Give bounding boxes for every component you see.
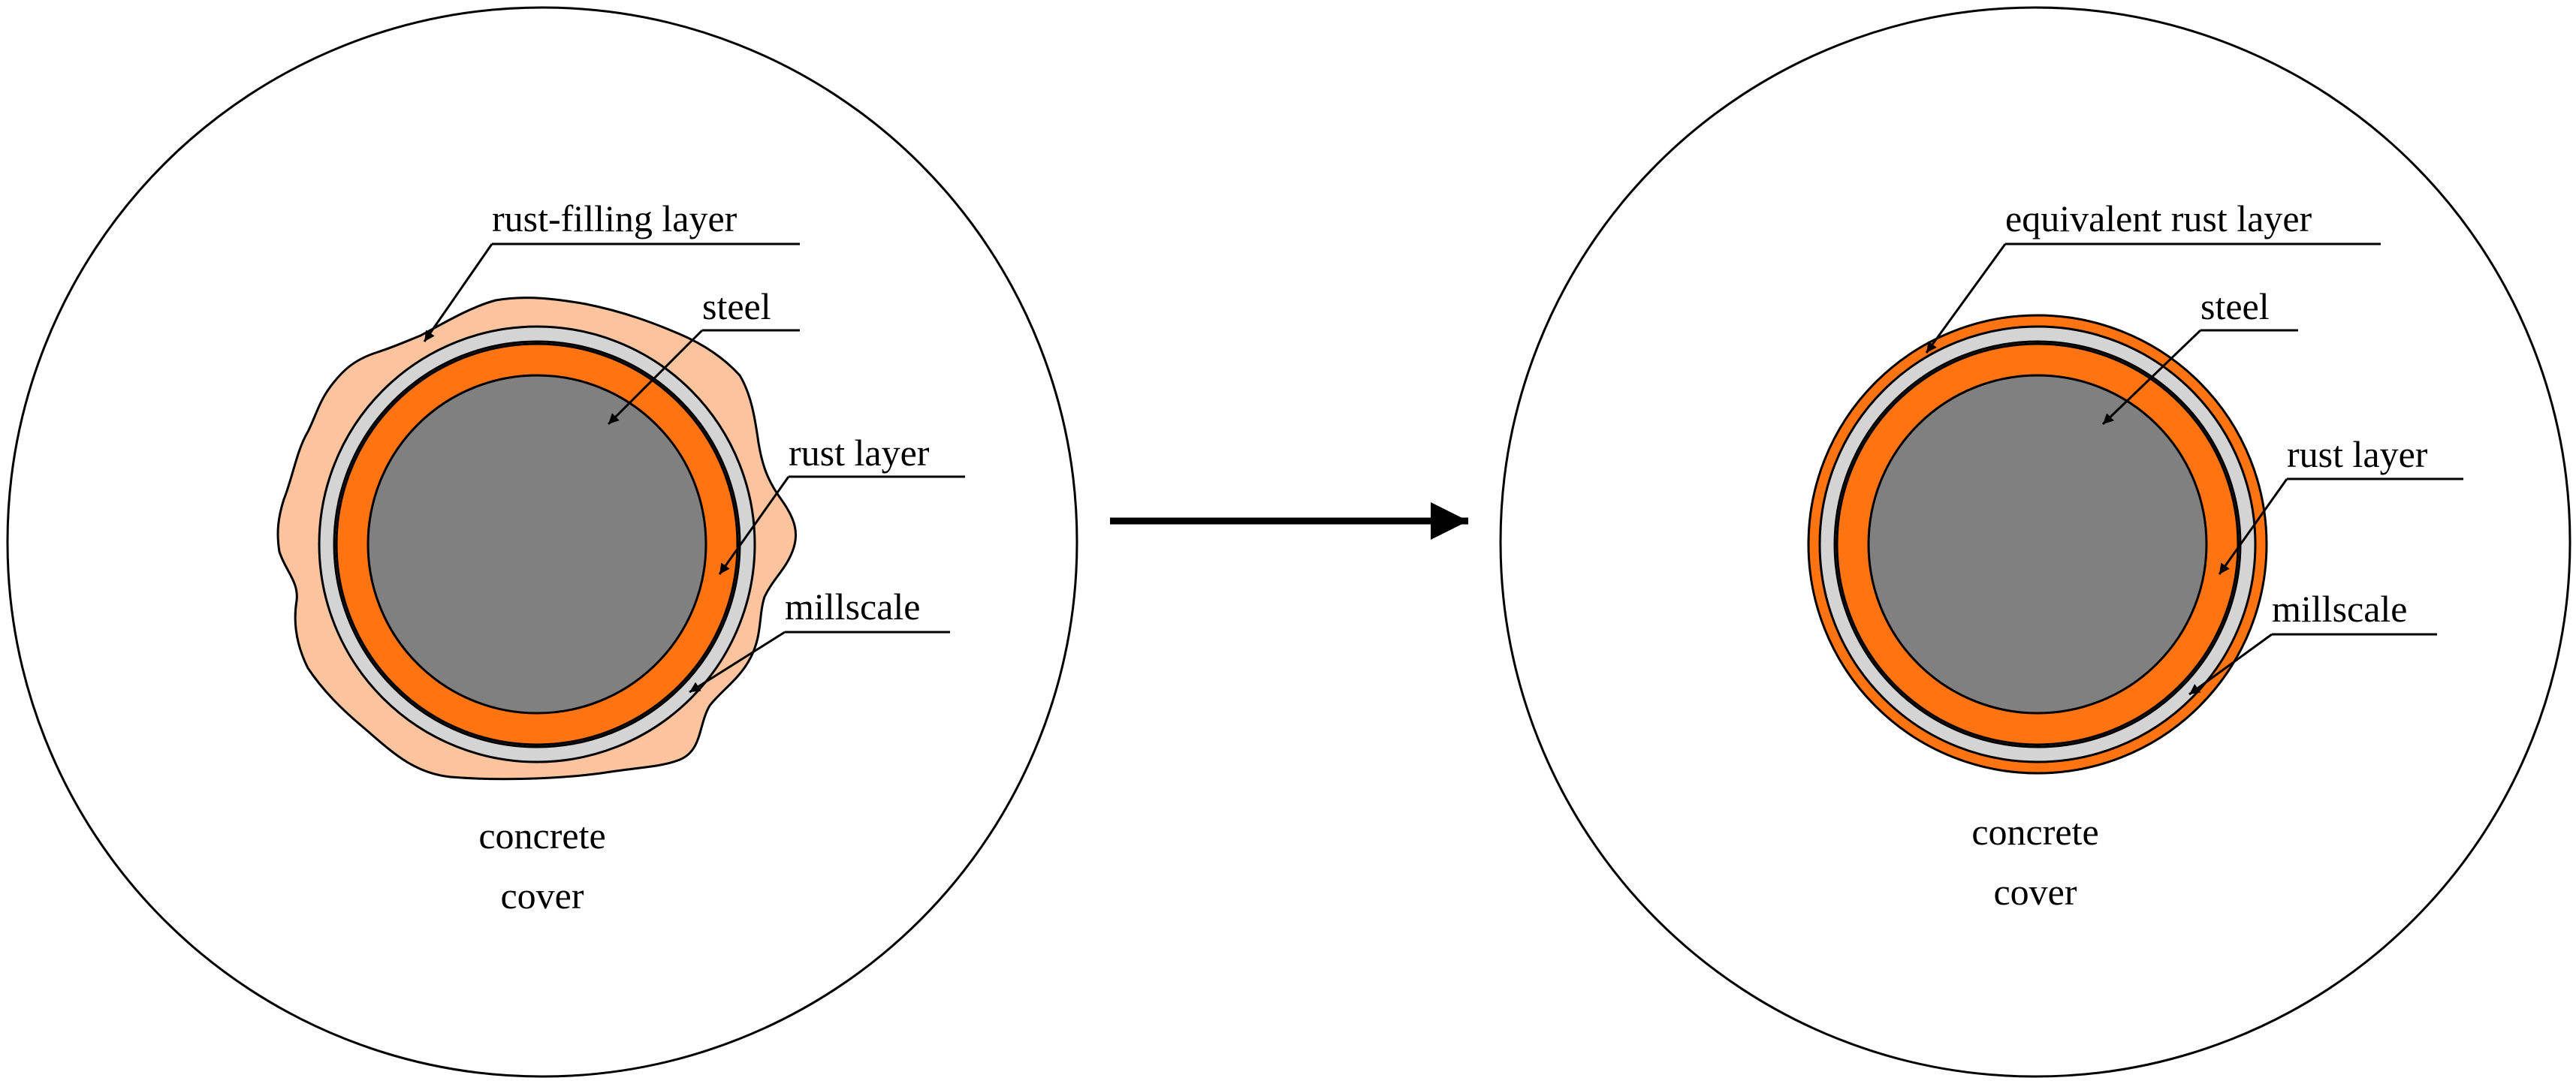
right-steel [1867,374,2208,715]
left-panel: rust-filling layer steel rust layer mill… [6,6,1078,1078]
left-label-rust-layer: rust layer [789,432,930,474]
left-label-rust-filling-layer: rust-filling layer [492,197,738,239]
right-label-rust-layer: rust layer [2287,433,2428,475]
left-arrow-steel [607,329,704,426]
left-arrow-rust-filling [423,243,493,342]
right-arrow-equivalent-rust [1925,243,2007,354]
right-label-equivalent-rust-layer: equivalent rust layer [2005,197,2312,239]
right-label-steel: steel [2200,285,2270,327]
right-arrow-steel [2101,329,2202,426]
right-label-concrete: concrete [1971,811,2098,853]
left-label-concrete: concrete [478,815,605,857]
right-arrow-rust-layer [2218,478,2288,575]
right-arrow-millscale [2188,633,2273,696]
left-arrow-millscale [689,631,786,694]
right-label-cover: cover [1993,871,2077,913]
left-label-steel: steel [702,285,771,327]
left-arrow-rust-layer [718,476,790,575]
right-panel: equivalent rust layer steel rust layer m… [1499,6,2571,1078]
left-label-cover: cover [500,875,584,917]
right-label-millscale: millscale [2272,588,2408,630]
left-label-millscale: millscale [785,586,921,628]
left-steel [366,374,707,715]
